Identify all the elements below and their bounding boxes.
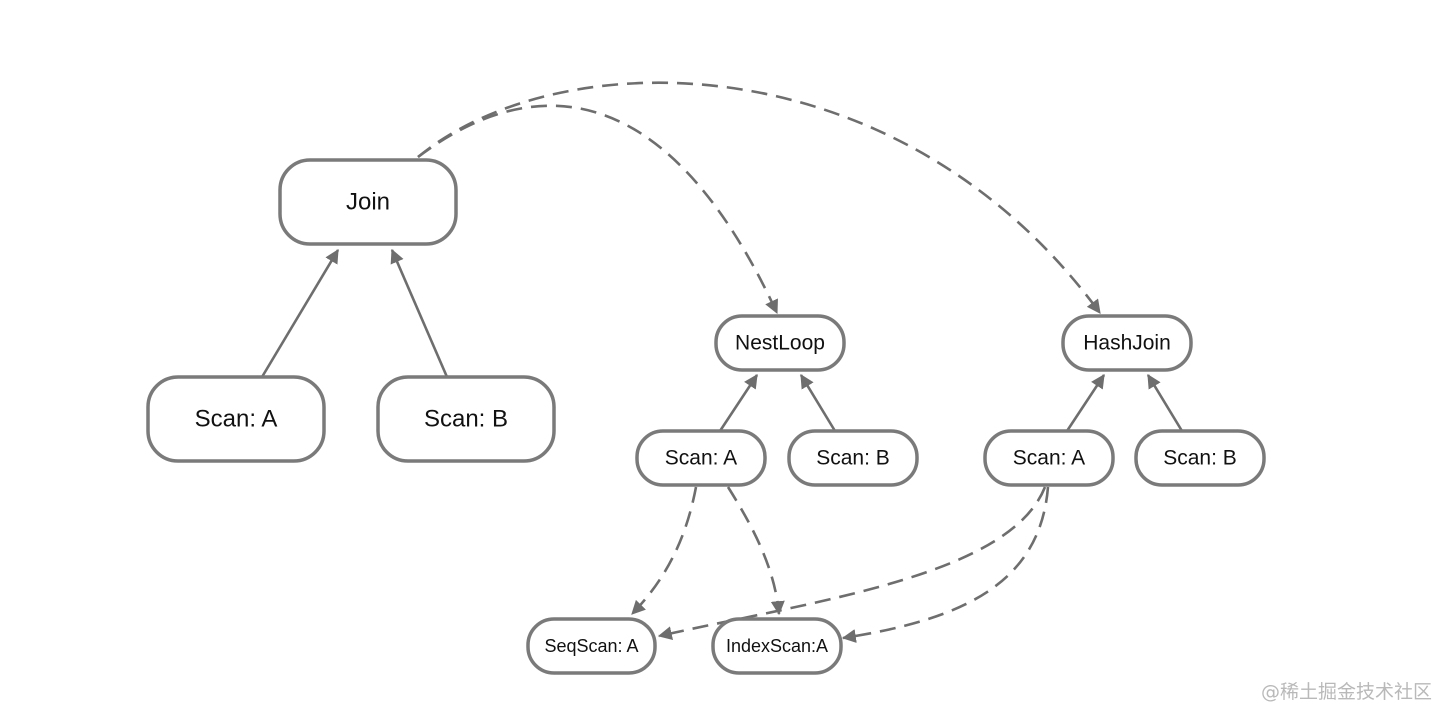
node-scan-b-1: Scan: B	[376, 375, 556, 463]
edge-join-to-hashjoin	[417, 81, 1102, 314]
edge-join-to-nestloop	[417, 104, 779, 315]
edge-scan-a3-to-seqscan	[657, 486, 1047, 641]
node-scan-a-3: Scan: A	[983, 429, 1115, 487]
node-hashjoin-label: HashJoin	[1083, 332, 1171, 355]
node-scan-a-1-label: Scan: A	[195, 406, 278, 433]
edge-scan-b3-to-hashjoin	[1146, 374, 1184, 432]
node-hashjoin: HashJoin	[1061, 314, 1193, 372]
node-seqscan: SeqScan: A	[526, 617, 657, 675]
node-join-label: Join	[346, 189, 390, 216]
watermark-text: @稀土掘金技术社区	[1260, 681, 1432, 703]
node-nestloop: NestLoop	[714, 314, 846, 372]
node-scan-a-3-label: Scan: A	[1013, 447, 1085, 470]
node-seqscan-label: SeqScan: A	[544, 636, 638, 656]
node-nestloop-label: NestLoop	[735, 332, 825, 355]
node-indexscan: IndexScan:A	[711, 617, 843, 675]
node-scan-b-3: Scan: B	[1134, 429, 1266, 487]
node-scan-a-1: Scan: A	[146, 375, 326, 463]
edge-scan-a3-to-hashjoin	[1065, 374, 1106, 432]
node-scan-a-2-label: Scan: A	[665, 447, 737, 470]
node-indexscan-label: IndexScan:A	[726, 636, 828, 656]
edge-scan-a2-to-indexscan	[726, 486, 785, 616]
edge-scan-b2-to-nestloop	[799, 374, 837, 432]
node-scan-b-1-label: Scan: B	[424, 406, 508, 433]
edge-scan-a2-to-nestloop	[718, 374, 759, 432]
edge-scan-b1-to-join	[390, 248, 449, 378]
edge-scan-a3-to-indexscan	[841, 486, 1050, 643]
node-scan-b-2: Scan: B	[787, 429, 919, 487]
node-scan-b-2-label: Scan: B	[816, 447, 890, 470]
edge-scan-a2-to-seqscan	[631, 486, 698, 615]
node-join: Join	[278, 158, 458, 246]
node-scan-b-3-label: Scan: B	[1163, 447, 1237, 470]
node-scan-a-2: Scan: A	[635, 429, 767, 487]
edge-scan-a1-to-join	[260, 248, 340, 378]
